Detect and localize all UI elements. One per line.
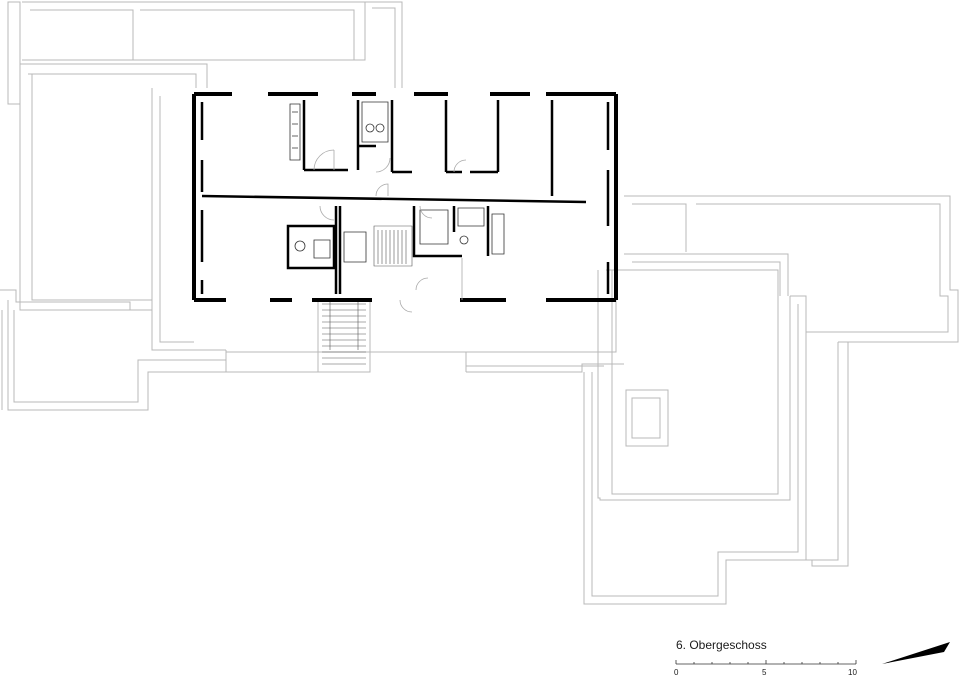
scale-tick-5: 5: [762, 668, 767, 677]
north-arrow-icon: [882, 642, 950, 664]
scale-tick-0: 0: [674, 668, 679, 677]
exterior-stair: [317, 300, 371, 373]
sanitary-fixtures: [289, 101, 505, 259]
floor-label: 6. Obergeschoss: [676, 638, 767, 652]
exterior-walls: [192, 92, 618, 302]
scale-tick-10: 10: [848, 668, 857, 677]
door-swings: [313, 149, 467, 313]
roof-outlines: [0, 1, 959, 605]
core-stair: [343, 225, 413, 267]
interior-walls: [201, 100, 587, 294]
scale-bar: [675, 660, 857, 665]
